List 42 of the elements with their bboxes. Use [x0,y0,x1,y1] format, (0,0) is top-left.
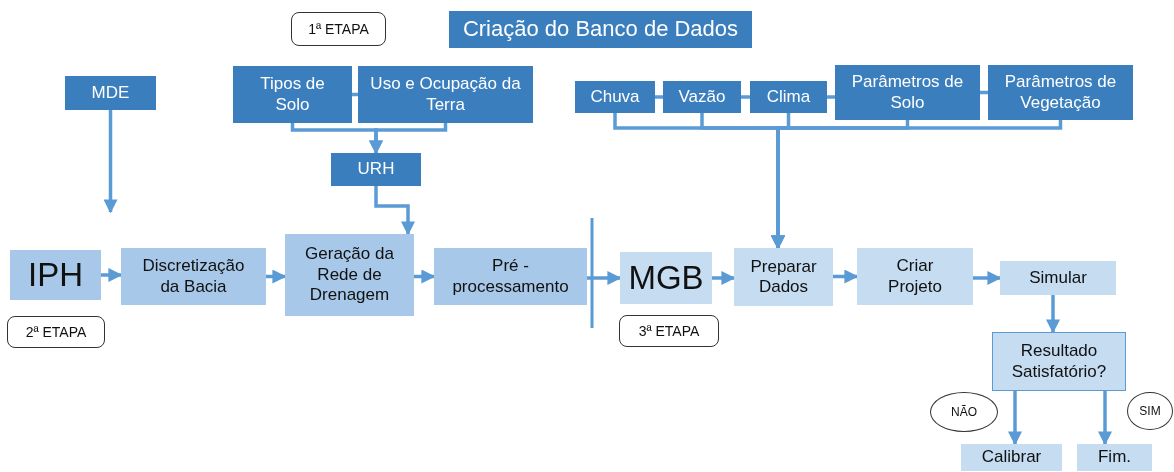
decision-box: Resultado Satisfatório? [992,332,1126,391]
answer-oval: NÃO [930,392,998,432]
process-box: Pré - processamento [434,248,587,305]
process-box: Simular [1000,261,1116,295]
arrow [1098,391,1112,446]
arrow [587,271,622,285]
arrow [973,271,1002,285]
data-box: Chuva [575,81,655,113]
data-box: Tipos de Solo [233,66,352,123]
data-box: Uso e Ocupação da Terra [358,66,533,123]
connector-line [655,95,663,99]
answer-oval: SIM [1127,392,1173,430]
connector-line [741,95,750,99]
process-box: Calibrar [961,444,1062,471]
process-box: Discretização da Bacia [121,248,266,305]
data-box: MDE [65,76,156,110]
arrow [833,269,859,284]
data-box: Vazão [663,81,741,113]
arrow [414,269,436,284]
arrow [1008,391,1022,446]
stage-tag: 1ª ETAPA [291,12,386,46]
process-box: Preparar Dados [734,248,833,306]
arrow [103,110,118,214]
stage-tag: 2ª ETAPA [7,316,105,348]
arrow [369,123,448,155]
data-box: Parâmetros de Solo [835,65,980,120]
arrow [101,268,123,282]
process-box: Geração da Rede de Drenagem [285,234,414,316]
data-box: Clima [750,81,827,113]
process-box: Fim. [1077,444,1152,471]
arrow [712,271,736,285]
connector-line [827,95,835,99]
model-box: IPH [10,250,101,300]
title-banner: Criação do Banco de Dados [449,11,752,48]
stage-tag: 3ª ETAPA [619,315,719,347]
arrow [1046,295,1060,334]
arrow [266,269,287,284]
process-box: Criar Projeto [857,248,973,305]
model-box: MGB [620,252,712,304]
data-box: URH [331,153,421,186]
data-box: Parâmetros de Vegetação [988,65,1133,120]
arrow [374,186,415,236]
